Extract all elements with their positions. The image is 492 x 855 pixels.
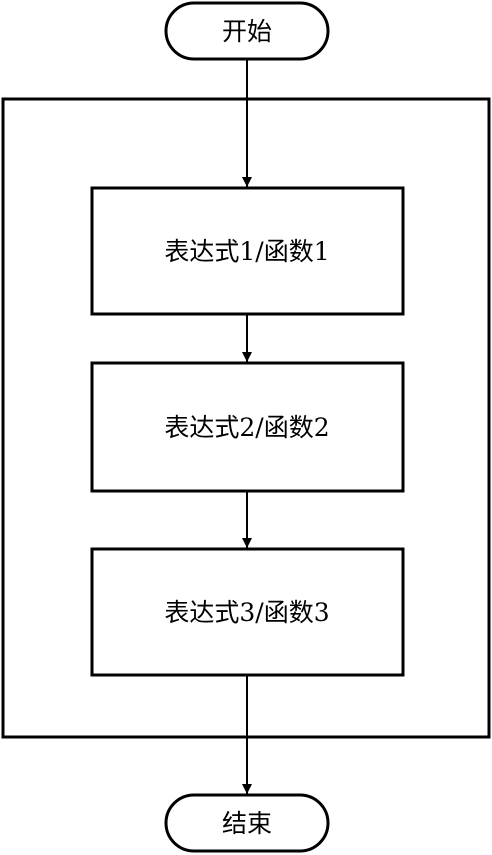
- end-terminal: 结束: [164, 793, 330, 853]
- process-box-3-label: 表达式3/函数3: [164, 598, 329, 627]
- process-box-3: 表达式3/函数3: [90, 547, 405, 677]
- process-box-3-shape: [90, 547, 405, 677]
- process-box-2: 表达式2/函数2: [90, 361, 405, 493]
- process-box-2-shape: [90, 361, 405, 493]
- process-box-1-label: 表达式1/函数1: [164, 237, 329, 266]
- process-box-1-shape: [90, 186, 405, 316]
- start-terminal-shape: [164, 1, 330, 61]
- end-terminal-shape: [164, 793, 330, 853]
- end-label: 结束: [222, 809, 272, 838]
- start-label: 开始: [222, 17, 272, 46]
- process-box-1: 表达式1/函数1: [90, 186, 405, 316]
- process-box-2-label: 表达式2/函数2: [164, 413, 329, 442]
- start-terminal: 开始: [164, 1, 330, 61]
